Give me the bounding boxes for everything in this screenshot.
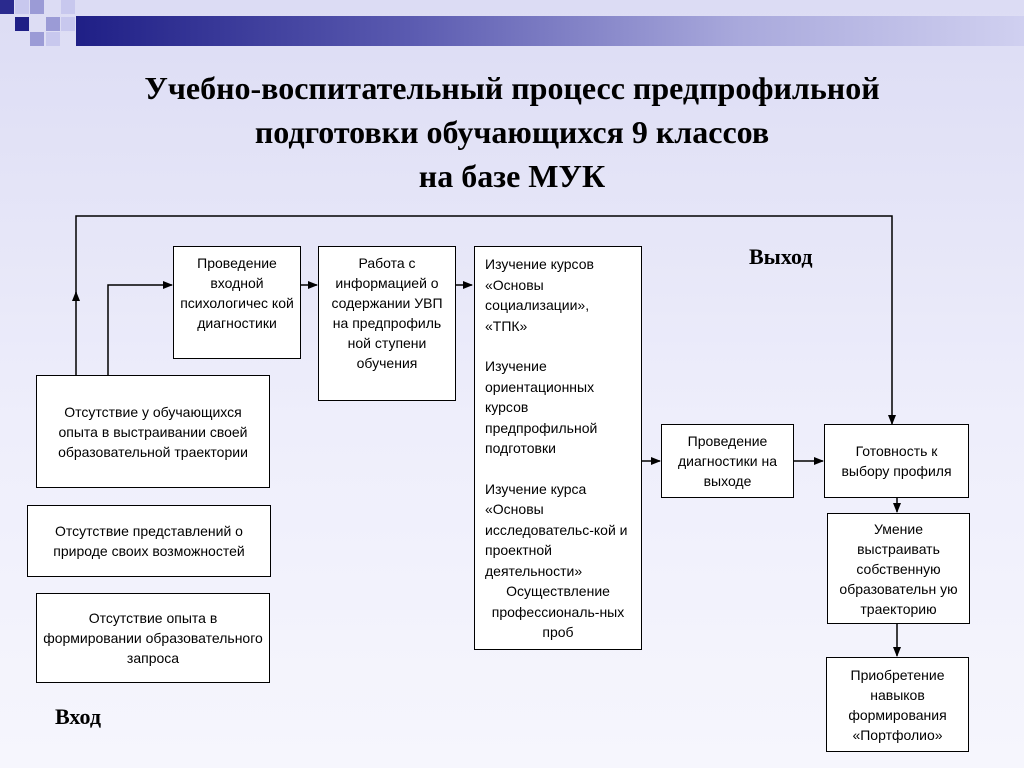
page-title: Учебно-воспитательный процесс предпрофил…	[60, 66, 964, 198]
box-portfolio-text: Приобретение навыков формирования «Портф…	[848, 666, 947, 743]
box-ready: Готовность к выбору профиля	[824, 424, 969, 498]
box-no-experience-trajectory: Отсутствие у обучающихся опыта в выстраи…	[36, 375, 270, 488]
courses-item-2: Изучение ориентационных курсов предпрофи…	[485, 358, 598, 456]
title-line-3: на базе МУК	[418, 158, 606, 194]
box-no-request-text: Отсутствие опыта в формировании образова…	[43, 610, 263, 666]
courses-item-1: Изучение курсов «Основы социализации», «…	[485, 256, 594, 334]
box-no-experience-trajectory-text: Отсутствие у обучающихся опыта в выстраи…	[58, 403, 248, 460]
box-no-ideas: Отсутствие представлений о природе своих…	[27, 505, 271, 577]
box-diag-out-text: Проведение диагностики на выходе	[678, 433, 777, 489]
box-ready-text: Готовность к выбору профиля	[841, 443, 952, 479]
box-no-request: Отсутствие опыта в формировании образова…	[36, 593, 270, 683]
box-diag-out: Проведение диагностики на выходе	[661, 424, 794, 498]
box-info-text: Работа с информацией о содержании УВП на…	[331, 255, 443, 371]
courses-item-4: Осуществление профессиональ-ных проб	[491, 583, 625, 640]
box-skill-trajectory-text: Умение выстраивать собственную образоват…	[839, 520, 958, 617]
box-diag-in-text: Проведение входной психологичес кой диаг…	[180, 255, 294, 331]
box-info: Работа с информацией о содержании УВП на…	[318, 246, 456, 401]
arrow-to-diag-in	[107, 281, 173, 375]
courses-item-3: Изучение курса «Основы исследовательс-ко…	[485, 480, 628, 579]
title-line-1: Учебно-воспитательный процесс предпрофил…	[144, 70, 880, 106]
title-line-2: подготовки обучающихся 9 классов	[254, 114, 770, 150]
box-skill-trajectory: Умение выстраивать собственную образоват…	[827, 513, 970, 624]
box-no-ideas-text: Отсутствие представлений о природе своих…	[53, 523, 245, 559]
label-exit: Выход	[749, 244, 813, 269]
header-decoration	[0, 0, 1024, 52]
box-diag-in: Проведение входной психологичес кой диаг…	[173, 246, 301, 359]
label-entry: Вход	[55, 704, 102, 729]
box-portfolio: Приобретение навыков формирования «Портф…	[826, 657, 969, 752]
box-courses: Изучение курсов «Основы социализации», «…	[474, 246, 642, 650]
